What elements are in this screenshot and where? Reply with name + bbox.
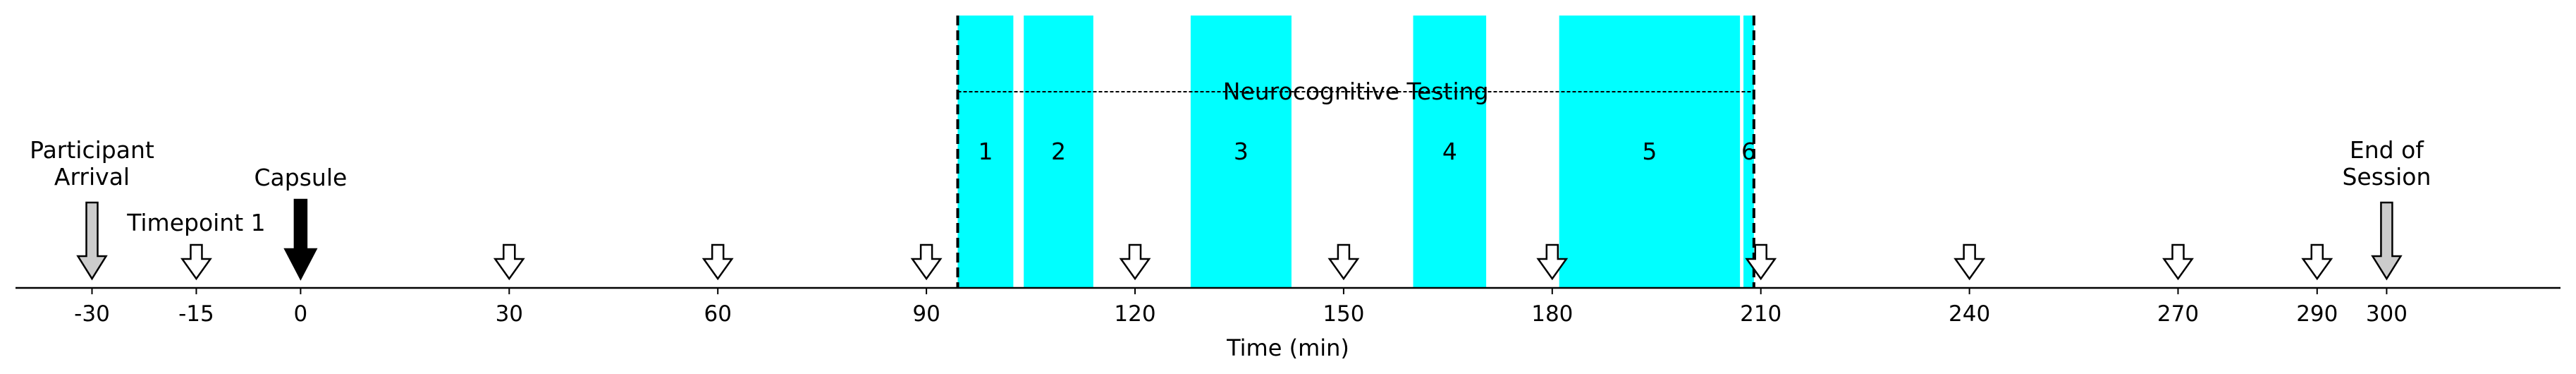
x-tick-label-12: 290 (2296, 301, 2338, 327)
x-tick-label-10: 240 (1949, 301, 1990, 327)
testing-block-5 (1559, 16, 1741, 288)
sample-marker-5 (1327, 243, 1360, 281)
x-axis: -30 -15 0 30 60 90 120 150 180 210 240 270 290 300Tim… (16, 286, 2560, 361)
testing-block-label-1: 1 (978, 138, 993, 165)
x-tick-label-13: 300 (2366, 301, 2408, 327)
sample-marker-2 (701, 243, 734, 281)
testing-block-label-6: 6 (1741, 138, 1756, 165)
testing-blocks: 1 2 3 4 5 6 (957, 16, 1756, 288)
x-tick-label-0: -30 (74, 301, 110, 327)
annotation-end-line-2: Session (2342, 163, 2431, 191)
x-tick-label-9: 210 (1740, 301, 1781, 327)
x-tick-label-3: 30 (496, 301, 523, 327)
x-axis-title: Time (min) (1226, 334, 1349, 361)
testing-block-label-3: 3 (1234, 138, 1249, 165)
annotation-capsule: Capsule (254, 164, 348, 191)
sample-marker-9 (2162, 243, 2194, 281)
x-tick-label-11: 270 (2157, 301, 2199, 327)
annotation-capsule-line-1: Capsule (254, 164, 348, 191)
testing-block-1 (957, 16, 1014, 288)
testing-window: Neurocognitive Testing (956, 16, 1755, 288)
sample-marker-7 (1745, 243, 1777, 281)
x-tick-label-2: 0 (294, 301, 308, 327)
sample-marker-4 (1119, 243, 1151, 281)
gray-marker-1 (2371, 201, 2403, 281)
x-tick-label-5: 90 (912, 301, 940, 327)
sample-marker-0 (180, 243, 212, 281)
x-tick-label-1: -15 (178, 301, 214, 327)
x-tick-label-7: 150 (1323, 301, 1364, 327)
timepoint-markers (76, 198, 2403, 281)
testing-block-label-2: 2 (1051, 138, 1066, 165)
sample-marker-1 (493, 243, 525, 281)
sample-marker-3 (910, 243, 943, 281)
gray-marker-0 (76, 201, 108, 281)
x-tick-label-8: 180 (1531, 301, 1573, 327)
testing-block-label-4: 4 (1442, 138, 1457, 165)
testing-block-4 (1413, 16, 1487, 288)
annotation-arrival-line-1: Participant (30, 136, 154, 164)
sample-marker-8 (1954, 243, 1986, 281)
sample-marker-10 (2301, 243, 2333, 281)
sample-marker-6 (1536, 243, 1569, 281)
x-tick-label-4: 60 (704, 301, 731, 327)
testing-block-2 (1024, 16, 1093, 288)
testing-block-label-5: 5 (1642, 138, 1657, 165)
testing-block-6 (1743, 16, 1754, 288)
annotation-timepoint-1: Timepoint 1 (126, 209, 265, 236)
annotation-end-line-1: End of (2350, 136, 2424, 164)
testing-block-3 (1190, 16, 1292, 288)
capsule-marker (283, 198, 318, 281)
annotation-arrival-line-2: Arrival (54, 163, 130, 191)
x-tick-label-6: 120 (1114, 301, 1155, 327)
testing-window-label: Neurocognitive Testing (1223, 78, 1489, 105)
annotation-timepoint-1-line-1: Timepoint 1 (126, 209, 265, 236)
